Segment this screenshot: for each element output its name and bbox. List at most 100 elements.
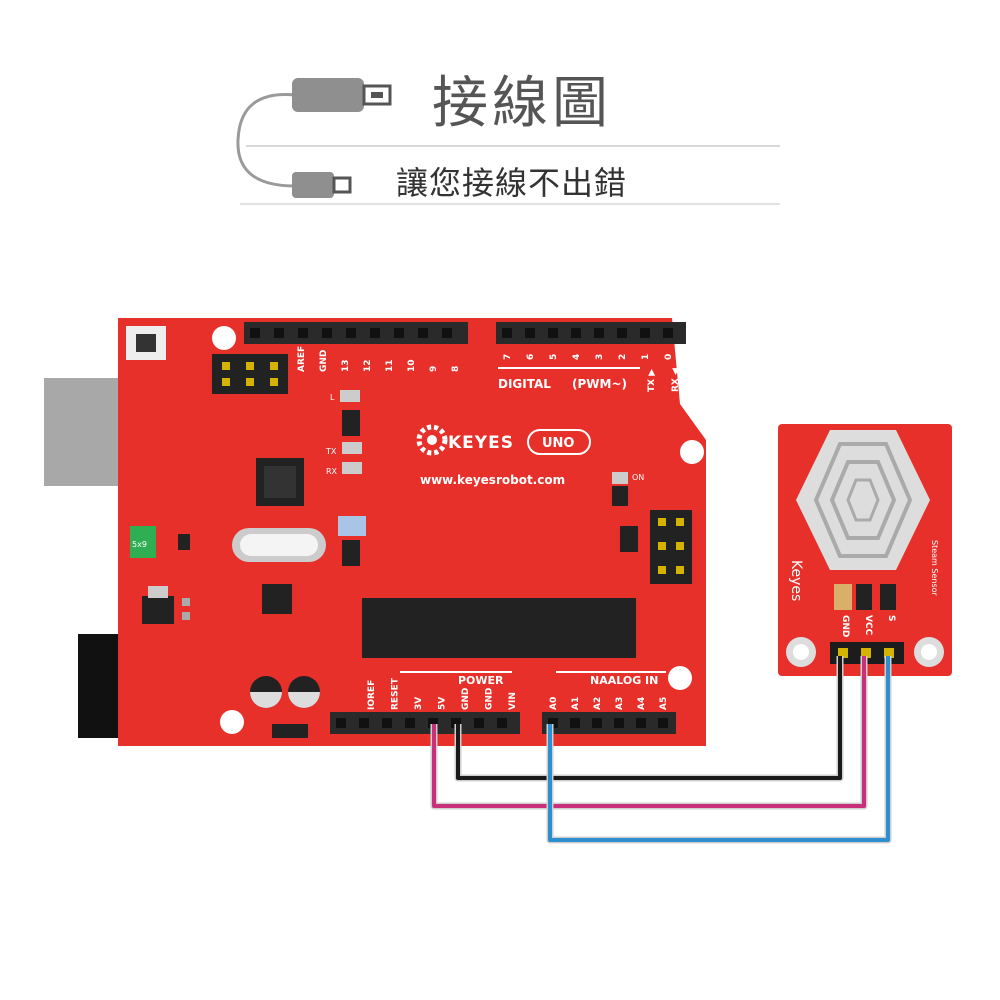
sensor-pin (884, 648, 894, 658)
pwm-label: (PWM~) (572, 377, 627, 391)
fuse-label: 5x9 (132, 540, 147, 549)
header-pin (322, 328, 332, 338)
analog-pin-label: A3 (615, 697, 625, 710)
header-pin (497, 718, 507, 728)
digital-pin-label: 9 (429, 366, 439, 372)
power-pin-label: VIN (508, 692, 518, 710)
analog-pin-label: A1 (571, 697, 581, 710)
digital-pin-label: AREF (297, 346, 307, 372)
status-leds (338, 390, 628, 566)
digital-pin-label: 7 (503, 354, 513, 360)
sensor-name: Steam Sensor (930, 540, 939, 597)
header-pin (336, 718, 346, 728)
header-pin (663, 328, 673, 338)
board-website: www.keyesrobot.com (420, 473, 565, 487)
fuse (130, 526, 156, 558)
power-pin-label: IOREF (367, 680, 377, 710)
rx-pin-label: RX ◀ (671, 368, 681, 392)
header-pin (592, 718, 602, 728)
header-dividers (240, 145, 780, 205)
led-l-label: L (330, 393, 335, 402)
header-pin (617, 328, 627, 338)
board-model: UNO (542, 436, 575, 451)
header-pin (502, 328, 512, 338)
icsp-header-right (620, 510, 692, 584)
header-pin (548, 718, 558, 728)
digital-pin-label: 12 (363, 359, 373, 372)
header-pin (451, 718, 461, 728)
led-rx-label: RX (326, 467, 338, 476)
header-pin (570, 718, 580, 728)
usb-cable-icon (236, 78, 392, 198)
digital-pin-label: GND (319, 350, 329, 372)
header-pin (658, 718, 668, 728)
capacitors (250, 676, 320, 738)
header-pin (594, 328, 604, 338)
digital-header-left (244, 322, 468, 344)
power-pin-label: RESET (391, 677, 401, 710)
digital-pin-label: 11 (385, 359, 395, 372)
sensor-pin (838, 648, 848, 658)
sensor-pin (861, 648, 871, 658)
steam-sensor-module (778, 424, 952, 676)
digital-pin-label: 8 (451, 366, 461, 372)
header-pin (428, 718, 438, 728)
wires (430, 656, 892, 844)
digital-pin-label: 6 (526, 354, 536, 360)
crystal-oscillator (232, 528, 326, 562)
power-pin-label: GND (485, 688, 495, 710)
wire-5v-to-vcc (432, 656, 866, 808)
analog-pin-label: A0 (549, 697, 559, 710)
sensor-pin-label: S (886, 615, 896, 621)
header-pin (274, 328, 284, 338)
header-pin (474, 718, 484, 728)
digital-pin-label: 4 (572, 354, 582, 360)
header-pin (298, 328, 308, 338)
digital-pin-label: 3 (595, 354, 605, 360)
digital-pin-label: 0 (664, 354, 674, 360)
on-led-label: ON (632, 473, 644, 482)
header-pin (548, 328, 558, 338)
header-pin (571, 328, 581, 338)
keyes-logo (416, 424, 448, 456)
main-microcontroller (362, 598, 636, 658)
analog-pin-label: A5 (659, 697, 669, 710)
op-amp-chip (262, 584, 292, 614)
header-pin (418, 328, 428, 338)
analog-pin-label: A2 (593, 697, 603, 710)
brand-name: KEYES (448, 433, 514, 453)
led-tx-label: TX (325, 447, 337, 456)
digital-pin-label: 10 (407, 359, 417, 372)
sensor-pin-label: GND (840, 615, 850, 637)
digital-pin-label: 5 (549, 354, 559, 360)
power-header (330, 712, 520, 734)
wire-a0-to-s (548, 656, 890, 842)
digital-pin-label: 2 (618, 354, 628, 360)
icsp-header-top (212, 354, 288, 394)
voltage-regulator (142, 586, 190, 624)
page-title: 接線圖 (432, 71, 612, 136)
analog-header (542, 712, 676, 734)
header-pin (370, 328, 380, 338)
sensor-pin-label: VCC (863, 615, 873, 636)
header-pin (359, 718, 369, 728)
header-pin (250, 328, 260, 338)
header-pin (405, 718, 415, 728)
sensor-brand: Keyes (788, 560, 804, 601)
header-pin (442, 328, 452, 338)
digital-label: DIGITAL (498, 377, 551, 391)
header-pin (640, 328, 650, 338)
header-pin (525, 328, 535, 338)
page-subtitle: 讓您接線不出錯 (396, 164, 628, 202)
analog-label: NAALOG IN (590, 674, 658, 687)
power-pin-label: GND (461, 688, 471, 710)
header-pin (636, 718, 646, 728)
analog-pin-label: A4 (637, 697, 647, 710)
digital-pin-label: 1 (641, 354, 651, 360)
header-pin (382, 718, 392, 728)
power-pin-label: 3V (414, 697, 424, 710)
header-pin (614, 718, 624, 728)
tx-pin-label: TX ▶ (647, 369, 657, 392)
